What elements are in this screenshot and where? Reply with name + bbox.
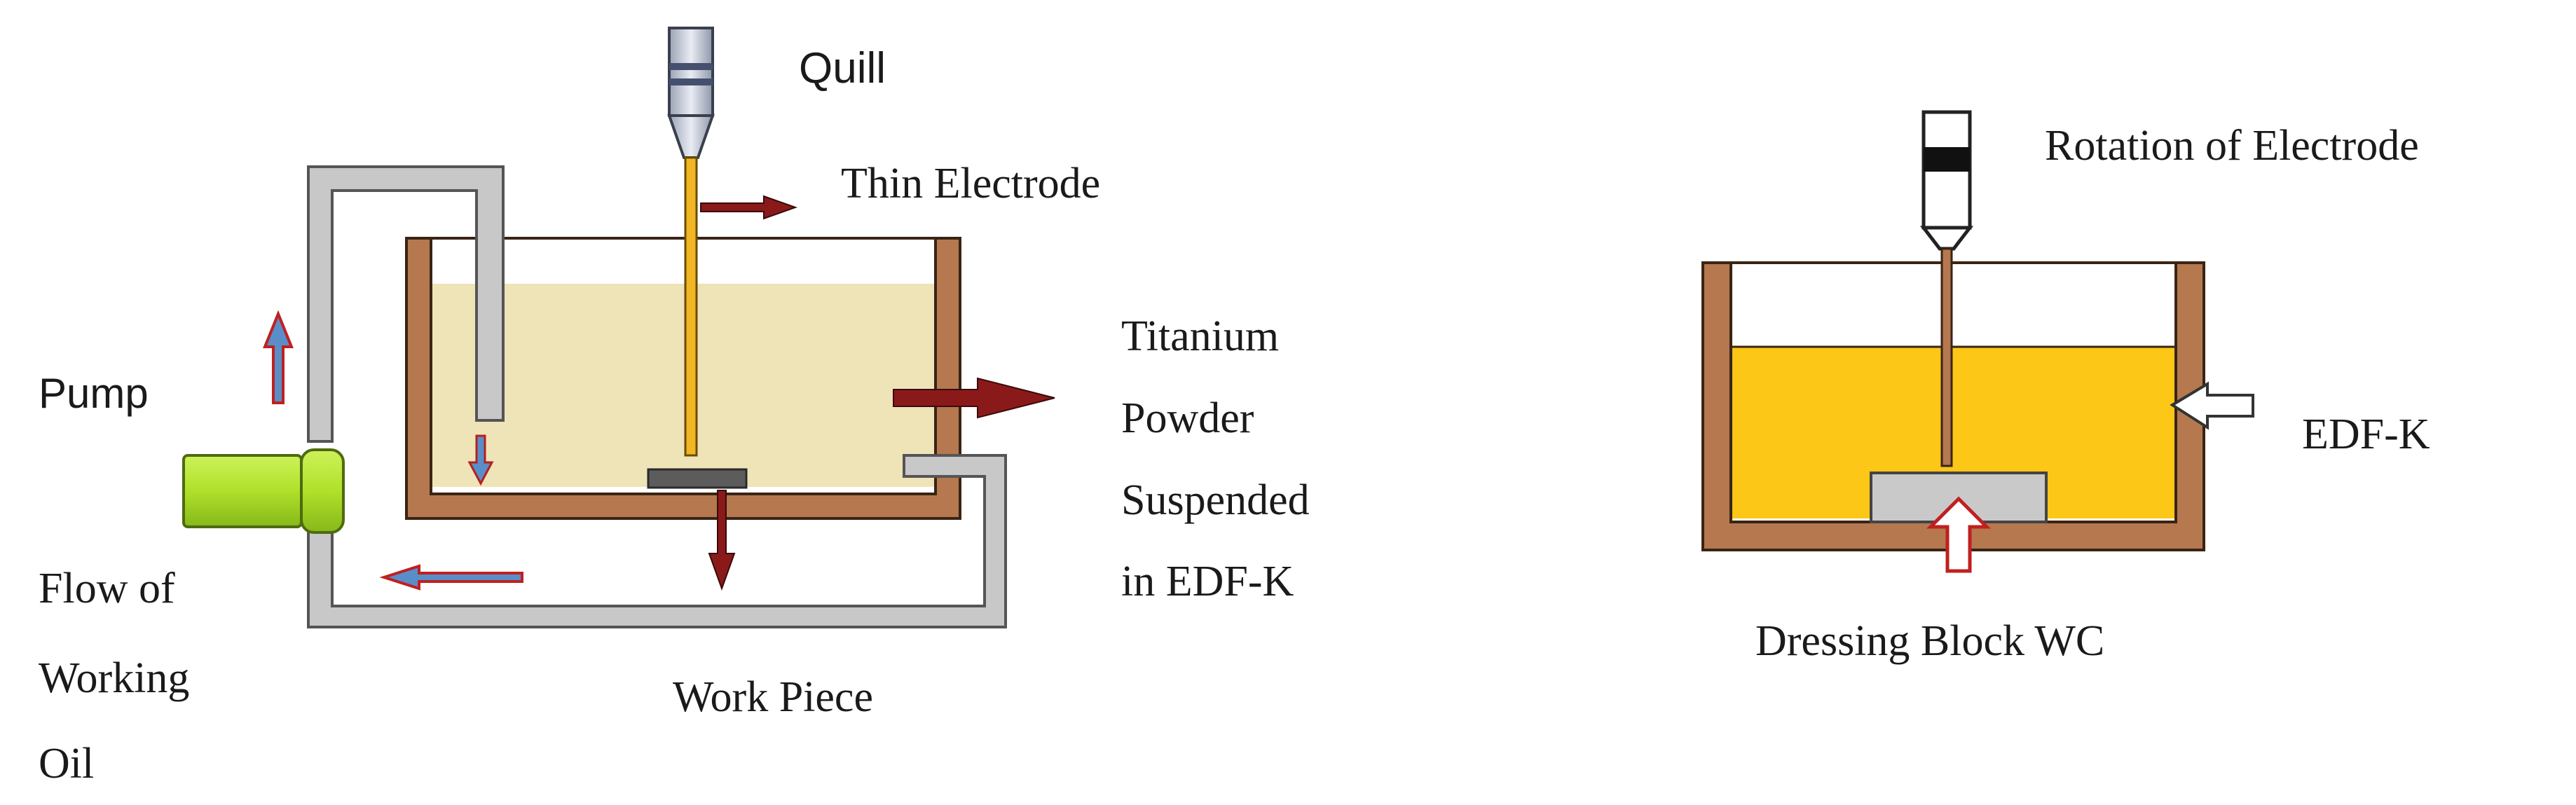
thin-electrode xyxy=(684,156,698,457)
label-dressing-block: Dressing Block WC xyxy=(1755,617,2104,665)
electrode-rod xyxy=(1940,247,1953,467)
work-piece xyxy=(647,468,748,489)
inlet-pipe xyxy=(307,165,505,443)
electrode-holder xyxy=(1919,110,1974,251)
dielectric-oil-left xyxy=(431,284,936,487)
label-flow-line3: Oil xyxy=(39,740,94,787)
arrow-titanium-right xyxy=(893,377,1055,419)
arrow-dressing-block-up xyxy=(1926,496,1992,573)
label-work-piece: Work Piece xyxy=(673,673,873,721)
label-flow-line2: Working xyxy=(39,654,189,702)
label-titanium-line1: Titanium xyxy=(1121,312,1279,360)
right-diagram: Rotation of Electrode EDF-K Dressing Blo… xyxy=(1701,110,2430,665)
arrow-inlet-down xyxy=(467,434,494,486)
label-rotation-of-electrode: Rotation of Electrode xyxy=(2045,122,2419,170)
label-titanium-line3: Suspended xyxy=(1121,476,1310,524)
label-edf-k: EDF-K xyxy=(2302,411,2430,458)
label-quill: Quill xyxy=(799,44,886,92)
label-pump: Pump xyxy=(39,370,149,417)
left-diagram: Quill Thin Electrode Titanium Powder Sus… xyxy=(39,27,1310,787)
arrow-pump-up xyxy=(263,310,294,404)
label-flow-line1: Flow of xyxy=(39,565,175,612)
arrow-electrode-right xyxy=(700,195,797,220)
pump-motor xyxy=(300,448,345,534)
arrow-edf-k xyxy=(2170,381,2254,430)
label-thin-electrode: Thin Electrode xyxy=(841,160,1100,207)
arrow-flow-left xyxy=(379,564,523,591)
quill xyxy=(667,27,715,159)
pump-body xyxy=(182,454,303,528)
pump xyxy=(182,448,345,534)
tank-left xyxy=(405,237,961,520)
arrow-workpiece-down xyxy=(708,490,736,591)
label-titanium-line4: in EDF-K xyxy=(1121,558,1294,605)
label-titanium-line2: Powder xyxy=(1121,394,1254,442)
